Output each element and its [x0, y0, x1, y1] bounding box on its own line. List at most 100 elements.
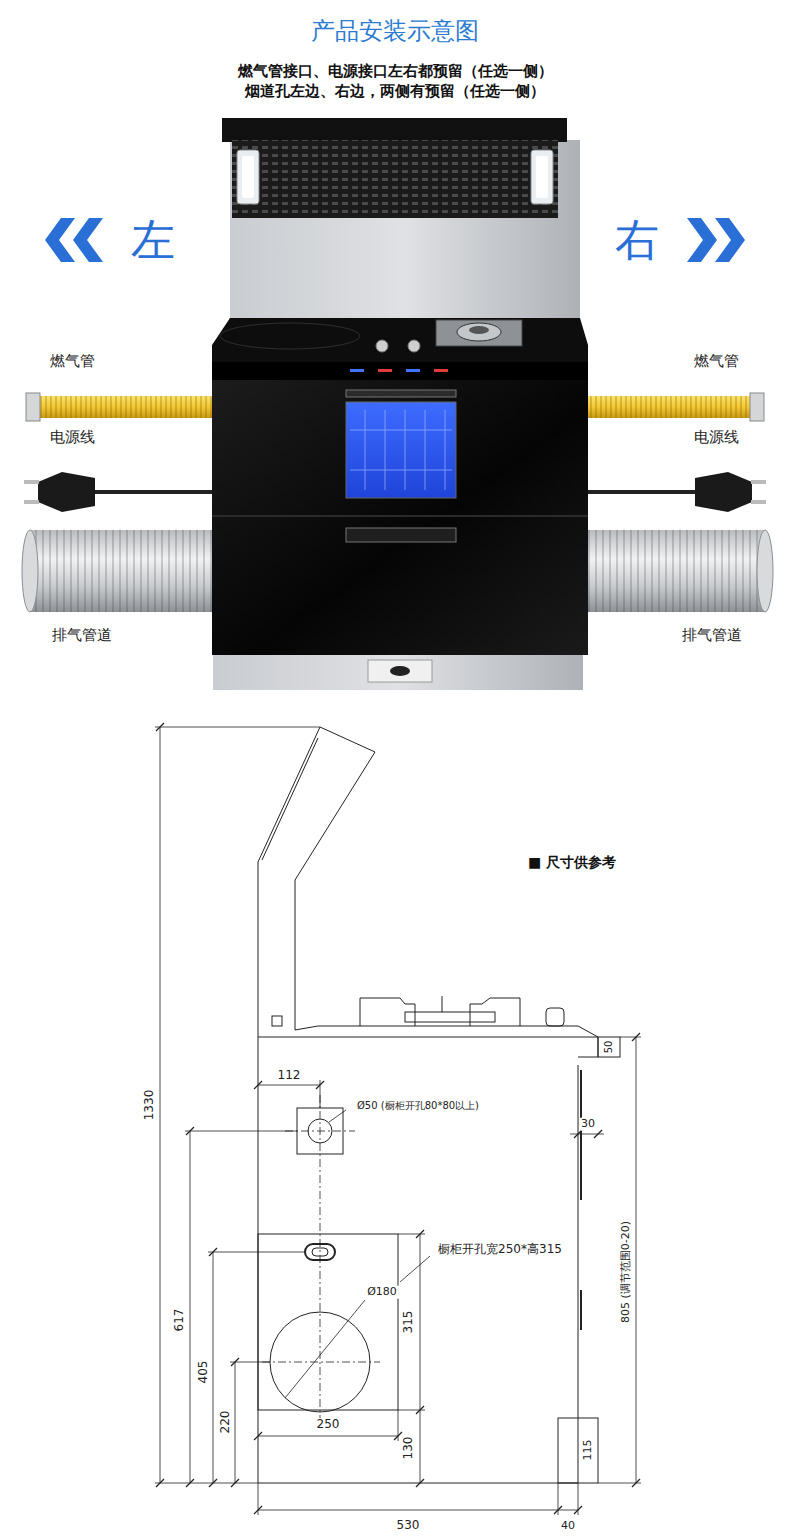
- reference-note: ■ 尺寸供参考: [528, 854, 616, 870]
- dimension-label: 405: [197, 1359, 211, 1386]
- outline-drawing: [262, 738, 318, 860]
- cooktop: [376, 340, 388, 352]
- dimension-tick: [186, 1479, 194, 1487]
- exhaust-duct: [588, 530, 765, 612]
- cooktop: [212, 318, 588, 362]
- cooktop: [350, 369, 364, 372]
- dimension-label: 315: [402, 1309, 416, 1336]
- dimension-label: 橱柜开孔宽250*高315: [436, 1243, 564, 1257]
- dimension-line: [400, 1256, 430, 1282]
- exhaust-duct: [22, 530, 38, 612]
- outline-drawing: [442, 996, 443, 1012]
- dimension-line: [190, 1131, 191, 1483]
- dimension-label: 1330: [143, 1088, 157, 1123]
- dimension-tick: [254, 1506, 262, 1514]
- dimension-label: 30: [579, 1118, 597, 1131]
- cooktop: [378, 369, 392, 372]
- exhaust-duct-label: 排气管道: [52, 627, 112, 644]
- dimension-label: 115: [582, 1438, 595, 1463]
- exhaust-duct: [30, 530, 212, 612]
- cabinet: [212, 380, 588, 655]
- dimension-label: 617: [173, 1307, 187, 1334]
- dimension-line: [208, 1252, 305, 1253]
- dimension-label: 40: [559, 1520, 577, 1533]
- gas-pipe: [26, 393, 40, 421]
- dimension-tick: [574, 1130, 582, 1138]
- power-cable: [24, 480, 39, 484]
- dimension-tick: [574, 1506, 582, 1514]
- gas-pipe: [30, 396, 212, 418]
- dimension-tick: [554, 1506, 562, 1514]
- center-line: [320, 1095, 321, 1420]
- dimension-line: [636, 1037, 637, 1483]
- gas-pipe-label: 燃气管: [50, 353, 95, 370]
- dimension-line: [258, 1085, 320, 1086]
- power-cable: [92, 490, 212, 494]
- center-line: [262, 1362, 380, 1363]
- dimension-line: [213, 1252, 214, 1483]
- power-cable: [695, 472, 752, 512]
- dimension-tick: [186, 1127, 194, 1135]
- range-hood: [237, 150, 259, 204]
- cooktop: [406, 369, 420, 372]
- power-cord-label: 电源线: [50, 429, 95, 446]
- install-note: 烟道孔左边、右边，两侧有预留（任选一侧）: [245, 83, 545, 100]
- power-cable: [751, 480, 766, 484]
- cabinet: [365, 410, 366, 490]
- outline-drawing: [580, 1290, 582, 1330]
- dimension-line: [285, 1300, 365, 1398]
- dimension-label: 112: [276, 1069, 303, 1083]
- dimension-tick: [394, 1432, 402, 1440]
- dimension-tick: [632, 1479, 640, 1487]
- dimension-line: [155, 727, 641, 1515]
- gas-pipe: [750, 393, 764, 421]
- gas-pipe: [588, 396, 760, 418]
- left-chevron: [73, 218, 103, 262]
- dimension-label: 805 (调节范围0-20): [620, 1219, 633, 1325]
- outline-drawing: [258, 1234, 398, 1410]
- cooktop: [408, 340, 420, 352]
- dimension-line: [598, 1483, 641, 1484]
- base-plinth: [213, 655, 583, 690]
- left-chevron: [45, 218, 75, 262]
- outline-drawing: [546, 1008, 564, 1026]
- dimension-line: [258, 1436, 398, 1437]
- range-hood: [536, 156, 548, 198]
- dimension-tick: [231, 1358, 239, 1366]
- range-hood: [222, 118, 567, 142]
- side-label: 左: [131, 215, 175, 266]
- cabinet: [445, 410, 446, 490]
- range-hood: [232, 140, 558, 218]
- power-cable: [751, 500, 766, 504]
- cabinet: [405, 410, 406, 490]
- exhaust-duct-label: 排气管道: [682, 627, 742, 644]
- dimension-tick: [209, 1479, 217, 1487]
- power-cable: [588, 490, 698, 494]
- dimension-tick: [209, 1248, 217, 1256]
- dimension-tick: [416, 1230, 424, 1238]
- cooktop: [434, 369, 448, 372]
- dimension-label: 530: [395, 1519, 422, 1533]
- power-cable: [38, 472, 95, 512]
- right-chevron: [687, 218, 717, 262]
- power-cable: [24, 500, 39, 504]
- cooktop: [220, 323, 360, 349]
- outline-drawing: [258, 727, 375, 1037]
- dimension-tick: [231, 1479, 239, 1487]
- cabinet: [212, 380, 588, 655]
- gas-pipe: [588, 396, 760, 418]
- back-panel: [230, 140, 580, 340]
- dimension-label: 130: [402, 1435, 416, 1462]
- outline-drawing: [258, 1037, 598, 1057]
- range-hood: [531, 150, 553, 204]
- cooktop: [457, 323, 501, 341]
- dimension-line: [155, 727, 320, 728]
- dimension-label: 220: [219, 1409, 233, 1436]
- dimension-label: Ø180: [365, 1286, 399, 1299]
- exhaust-duct: [30, 530, 212, 612]
- outline-drawing: [598, 1037, 620, 1057]
- install-note: 燃气管接口、电源接口左右都预留（任选一侧）: [238, 63, 553, 80]
- power-cord-label: 电源线: [694, 429, 739, 446]
- right-chevron: [687, 218, 745, 262]
